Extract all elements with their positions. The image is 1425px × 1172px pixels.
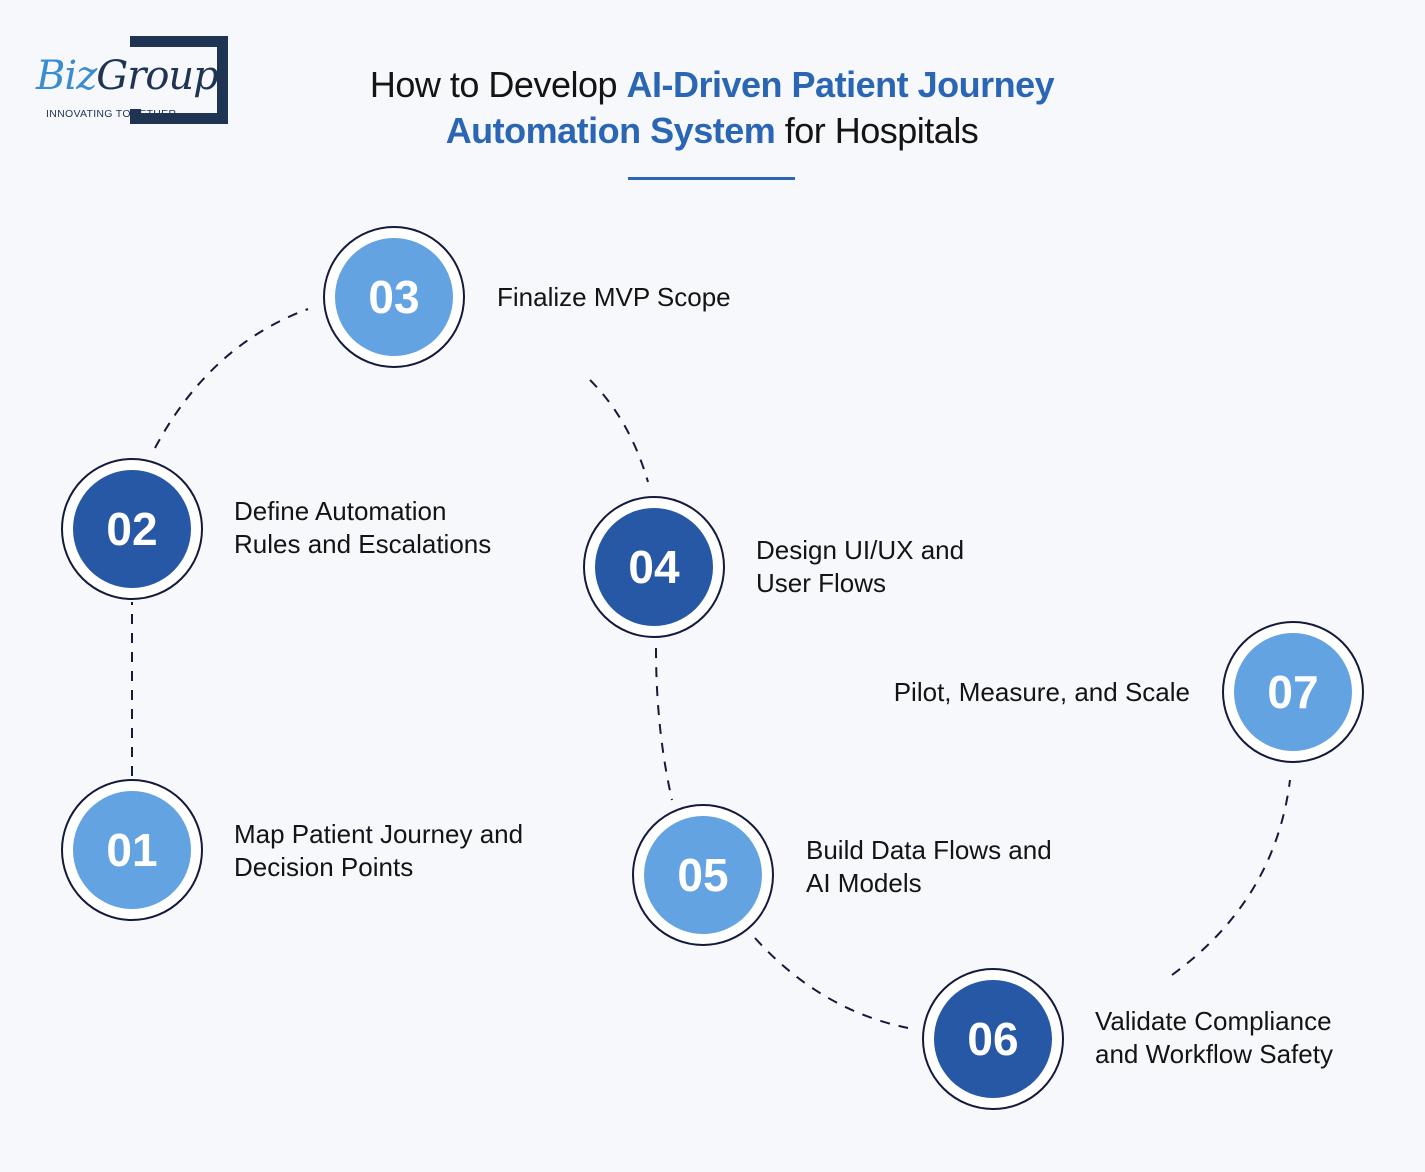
title-part1: How to Develop <box>369 64 627 105</box>
step-04-label-line1: Design UI/UX and <box>756 535 965 565</box>
logo-word-biz: Biz <box>36 53 97 99</box>
step-01-label-line2: Decision Points <box>234 852 414 882</box>
logo-word-group: Group <box>96 53 219 99</box>
step-07-label-line1: Pilot, Measure, and Scale <box>893 677 1190 707</box>
step-04-label-line2: User Flows <box>756 568 887 598</box>
connector-06-07 <box>1171 779 1291 976</box>
step-07-number: 07 <box>1234 633 1352 751</box>
connector-02-03 <box>154 308 309 449</box>
step-05-label-line2: AI Models <box>806 868 922 898</box>
connector-03-04 <box>589 379 649 483</box>
step-02-label: Define Automation Rules and Escalations <box>234 495 491 561</box>
step-01-label-line1: Map Patient Journey and <box>234 819 524 849</box>
step-03-label: Finalize MVP Scope <box>497 281 731 314</box>
step-06-label-line2: and Workflow Safety <box>1095 1039 1333 1069</box>
step-03-circle: 03 <box>323 226 465 368</box>
step-01-circle: 01 <box>61 779 203 921</box>
step-04-circle: 04 <box>583 496 725 638</box>
title-highlight-2: Automation System <box>445 110 776 151</box>
step-07-label: Pilot, Measure, and Scale <box>840 676 1190 709</box>
step-01-number: 01 <box>73 791 191 909</box>
step-04-label: Design UI/UX and User Flows <box>756 534 964 600</box>
bizgroup-logo: BizGroup INNOVATING TOGETHER <box>30 36 236 126</box>
step-02-circle: 02 <box>61 458 203 600</box>
logo-tagline: INNOVATING TOGETHER <box>46 108 177 120</box>
connector-05-06 <box>754 937 909 1029</box>
step-02-label-line1: Define Automation <box>234 496 447 526</box>
title-part2: for Hospitals <box>775 110 979 151</box>
step-05-number: 05 <box>644 816 762 934</box>
step-02-label-line2: Rules and Escalations <box>234 529 492 559</box>
step-03-number: 03 <box>335 238 453 356</box>
step-06-label-line1: Validate Compliance <box>1095 1006 1332 1036</box>
step-06-label: Validate Compliance and Workflow Safety <box>1095 1005 1333 1071</box>
step-02-number: 02 <box>73 470 191 588</box>
title-highlight-1: AI-Driven Patient Journey <box>626 64 1055 105</box>
step-01-label: Map Patient Journey and Decision Points <box>234 818 523 884</box>
step-05-label-line1: Build Data Flows and <box>806 835 1052 865</box>
step-04-number: 04 <box>595 508 713 626</box>
page-title: How to Develop AI-Driven Patient Journey… <box>262 62 1162 154</box>
step-06-circle: 06 <box>922 968 1064 1110</box>
step-05-label: Build Data Flows and AI Models <box>806 834 1052 900</box>
step-03-label-line1: Finalize MVP Scope <box>497 282 731 312</box>
step-06-number: 06 <box>934 980 1052 1098</box>
connector-04-05 <box>655 647 673 801</box>
step-05-circle: 05 <box>632 804 774 946</box>
step-07-circle: 07 <box>1222 621 1364 763</box>
logo-wordmark: BizGroup <box>36 53 219 99</box>
title-underline <box>628 177 795 180</box>
